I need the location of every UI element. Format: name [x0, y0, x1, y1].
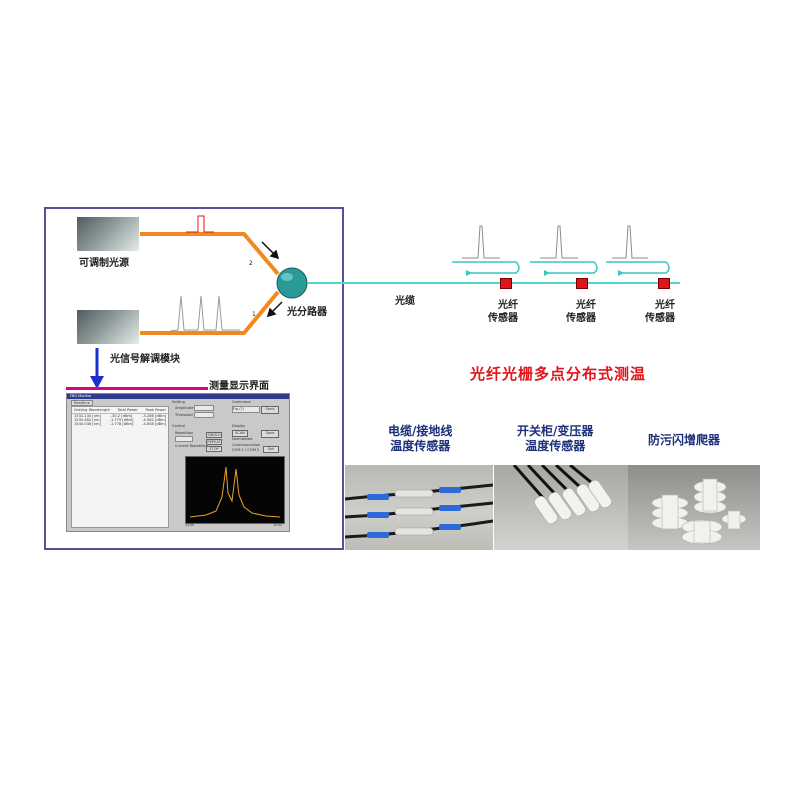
- scan-button[interactable]: SCAN: [232, 430, 248, 437]
- light-source-label: 可调制光源: [79, 258, 129, 269]
- setting-label: Setting: [172, 400, 185, 404]
- command-label: Command: [232, 400, 251, 404]
- switchgear-sensor-photo: [494, 465, 628, 550]
- save-button[interactable]: Save: [261, 430, 279, 438]
- set-button[interactable]: Set: [263, 446, 279, 453]
- demodulator-label: 光信号解调模块: [110, 354, 180, 365]
- col-header: Total Power: [117, 408, 138, 412]
- repetition-label: Repetition: [175, 431, 194, 435]
- category-cable: 电缆/接地线 温度传感器: [388, 424, 453, 453]
- table-row: 1540.038 [nm]-1.778 [dBm]-4.858 [dBm]: [74, 422, 166, 426]
- sensor-label-3: 光纤: [655, 300, 675, 311]
- normalized-label: Normalized: [232, 437, 253, 441]
- sensor-marker: [500, 278, 512, 289]
- display-bar: [66, 387, 208, 390]
- svg-text:1: 1: [252, 311, 256, 318]
- amplitude-input[interactable]: [194, 405, 214, 411]
- category-insulator: 防污闪增爬器: [648, 433, 721, 447]
- current-repetition-label: Current Repetition: [175, 444, 208, 448]
- reflection-peaks: [169, 295, 240, 332]
- sensor-peaks: [462, 225, 648, 259]
- demodulator-device: [77, 310, 139, 344]
- cable-sensor-photo: [345, 465, 493, 550]
- sensor-loops: [452, 261, 670, 274]
- plot-x-start: 1530: [185, 523, 195, 527]
- splitter-node: [276, 267, 308, 299]
- threshold-label: Threshold: [175, 413, 193, 417]
- repeat-button[interactable]: REPEAT: [206, 439, 222, 445]
- source-pulse: [186, 215, 214, 233]
- spectrum-trace: [189, 466, 281, 518]
- sensor-marker: [658, 278, 670, 289]
- com-options[interactable]: COM 1 / COM 2: [232, 448, 260, 452]
- window-titlebar: FBG Monitor: [67, 394, 289, 399]
- source-fiber: [140, 232, 280, 276]
- col-header: Peak Power: [145, 408, 166, 412]
- send-button[interactable]: Send: [261, 406, 279, 414]
- threshold-input[interactable]: [194, 412, 214, 418]
- cable-label: 光缆: [395, 296, 415, 307]
- communication-label: Communication: [232, 443, 261, 447]
- single-button[interactable]: SINGLE: [206, 432, 222, 438]
- spectrum-plot: [185, 456, 285, 524]
- display-label: Display: [232, 424, 246, 428]
- insulator-photo: [628, 465, 760, 550]
- sensor-label-2-sub: 传感器: [566, 313, 596, 324]
- plot-x-end: 1545: [273, 523, 283, 527]
- sensor-label-1-sub: 传感器: [488, 313, 518, 324]
- sensor-label-1: 光纤: [498, 300, 518, 311]
- amplitude-label: Amplitude: [175, 406, 194, 410]
- category-switchgear: 开关柜/变压器 温度传感器: [517, 424, 594, 453]
- stop-button[interactable]: STOP: [206, 446, 222, 452]
- system-title: 光纤光栅多点分布式测温: [470, 365, 647, 383]
- light-source-device: [77, 217, 139, 251]
- tab-realtime[interactable]: Realtime: [71, 400, 93, 406]
- svg-text:2: 2: [249, 260, 253, 267]
- direction-arrows: [261, 241, 283, 318]
- table-row: 1531.130 [nm]-30.2 [dBm]-3.286 [dBm]: [74, 414, 166, 418]
- system-frame: [44, 207, 344, 550]
- demod-fiber: [140, 290, 280, 335]
- wavelength-table: Grating Wavelength Total Power Peak Powe…: [71, 406, 169, 528]
- control-label: Control: [172, 424, 185, 428]
- command-input[interactable]: Fig (?): [232, 406, 260, 413]
- sensor-label-2: 光纤: [576, 300, 596, 311]
- splitter-label: 光分路器: [287, 307, 327, 318]
- table-row: 1535.462 [nm]-1.779 [dBm]-4.562 [dBm]: [74, 418, 166, 422]
- sensor-label-3-sub: 传感器: [645, 313, 675, 324]
- display-caption: 测量显示界面: [209, 381, 269, 392]
- software-window: FBG Monitor Realtime Grating Wavelength …: [66, 393, 290, 532]
- col-header: Grating Wavelength: [74, 408, 110, 412]
- repetition-input[interactable]: [175, 436, 193, 442]
- sensor-marker: [576, 278, 588, 289]
